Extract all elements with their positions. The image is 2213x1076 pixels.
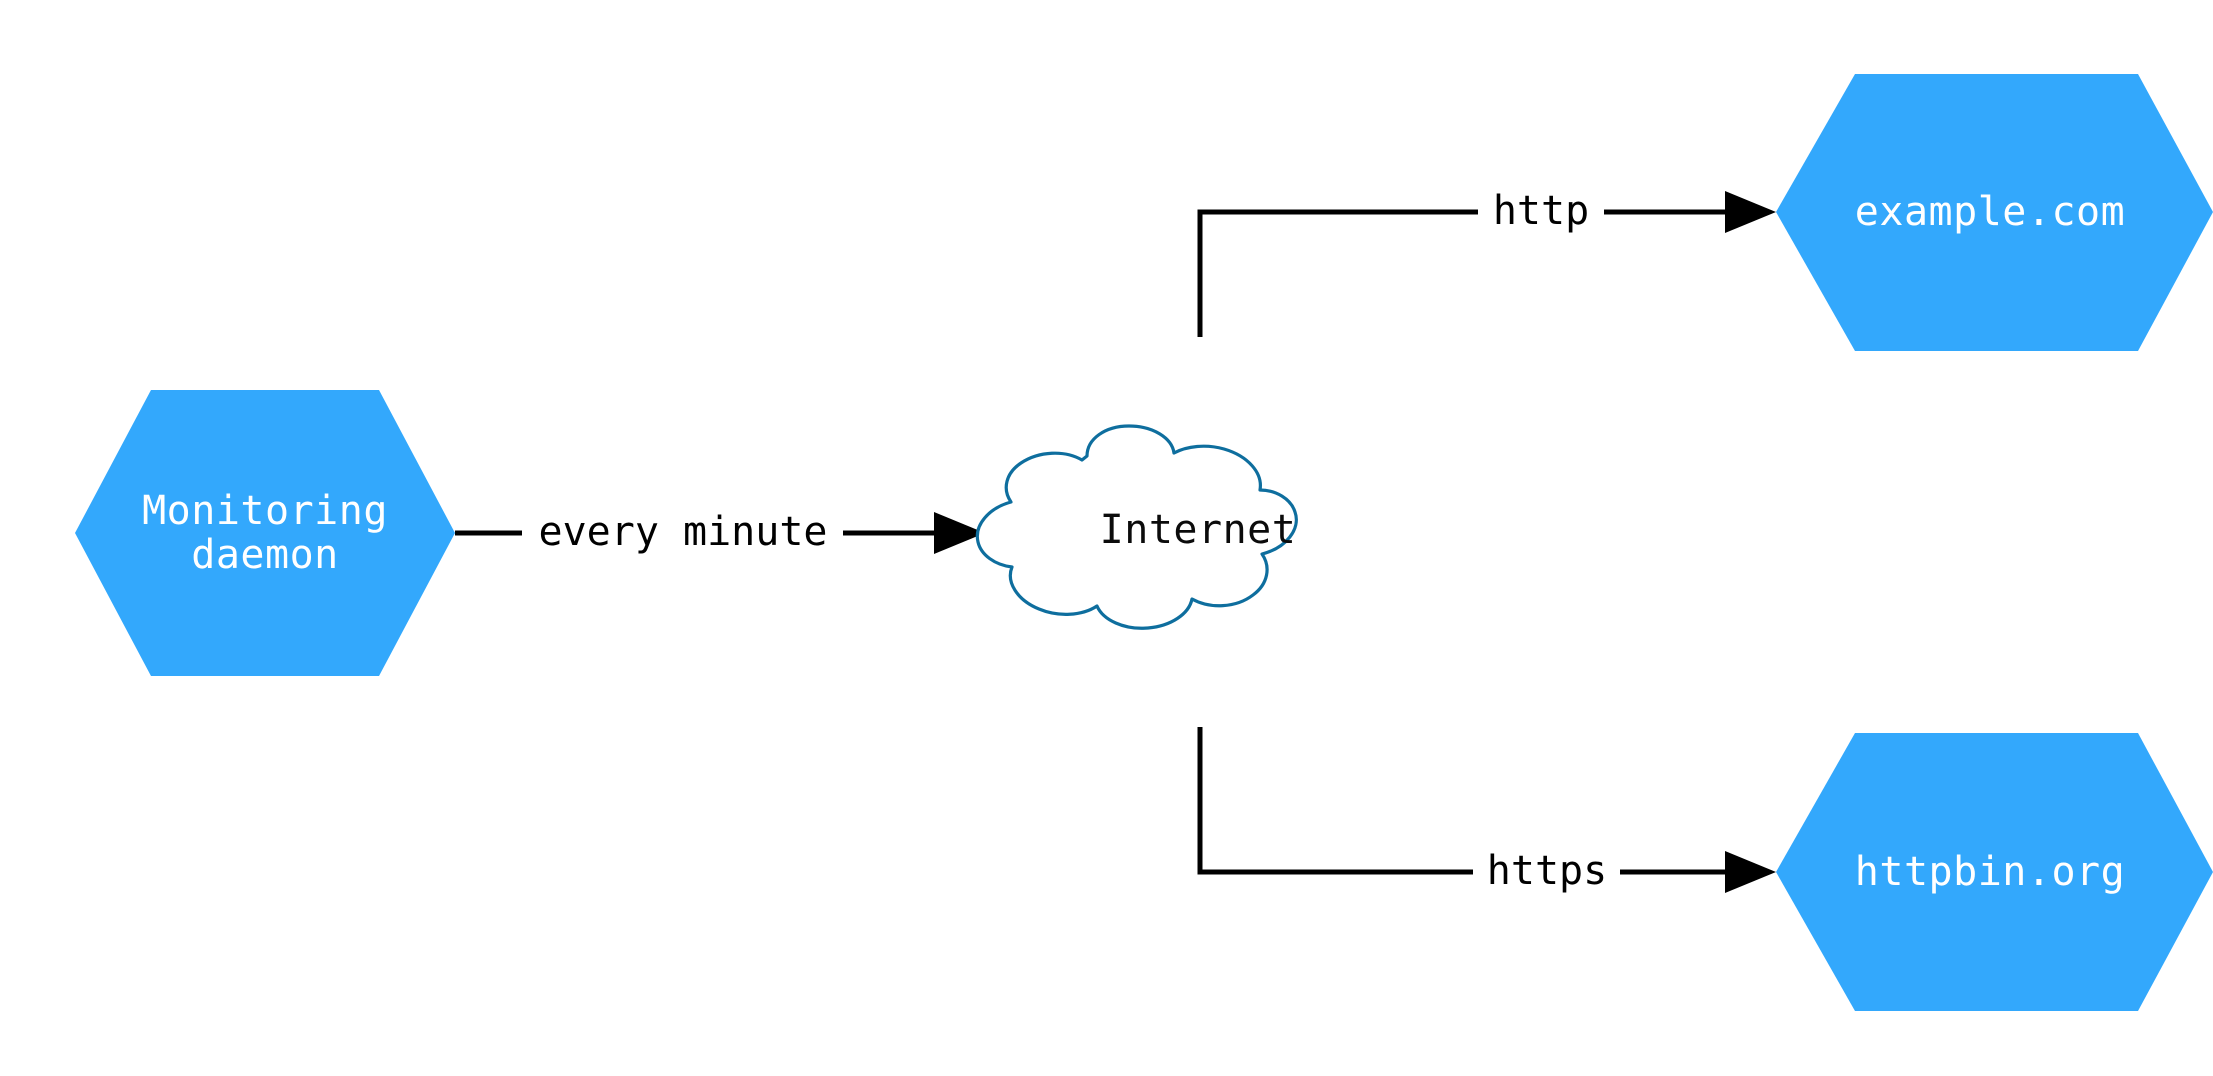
edge-daemon-to-internet: every minute xyxy=(455,509,985,555)
node-label-line-1: Monitoring xyxy=(142,488,388,534)
arrow-head-icon xyxy=(1725,191,1776,233)
cloud-shape[interactable] xyxy=(975,424,1298,630)
edge-label-https: https xyxy=(1487,848,1607,894)
arrow-head-icon xyxy=(934,512,985,554)
node-example-com[interactable]: example.com xyxy=(1776,74,2213,351)
edge-internet-to-httpbin: https xyxy=(1197,727,1776,894)
arrow-head-icon xyxy=(1725,851,1776,893)
edge-label-every-minute: every minute xyxy=(539,509,828,555)
node-label-httpbin-org: httpbin.org xyxy=(1855,849,2125,895)
node-httpbin-org[interactable]: httpbin.org xyxy=(1776,733,2213,1011)
node-label-internet: Internet xyxy=(1100,507,1297,553)
node-monitoring-daemon[interactable]: Monitoring daemon xyxy=(75,390,455,676)
node-label-example-com: example.com xyxy=(1855,189,2125,235)
hexagon-shape[interactable] xyxy=(1776,74,2213,351)
edge-elbow-http xyxy=(1197,209,1478,337)
edge-internet-to-example: http xyxy=(1197,188,1776,337)
edge-label-http: http xyxy=(1493,188,1589,234)
edge-elbow-https xyxy=(1197,727,1473,875)
node-internet[interactable]: Internet xyxy=(975,424,1298,630)
node-label-line-2: daemon xyxy=(191,532,339,578)
hexagon-shape[interactable] xyxy=(75,390,455,676)
hexagon-shape[interactable] xyxy=(1776,733,2213,1011)
